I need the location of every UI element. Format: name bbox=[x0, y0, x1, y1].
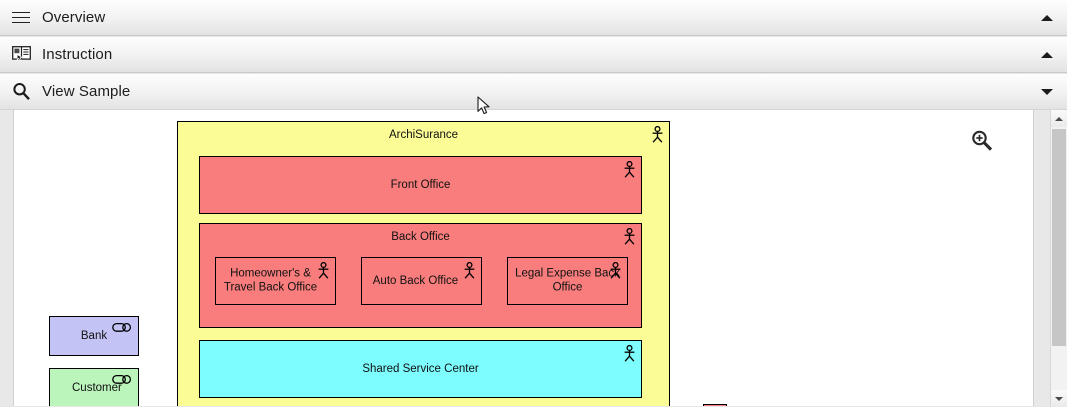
accordion-section-instruction[interactable]: Instruction bbox=[0, 37, 1067, 73]
diagram-node-homeowners-travel-back-office[interactable]: Homeowner's & Travel Back Office bbox=[215, 257, 336, 305]
scroll-up-button[interactable] bbox=[1051, 110, 1067, 127]
vertical-scrollbar[interactable] bbox=[1050, 110, 1067, 407]
business-actor-icon bbox=[318, 262, 329, 279]
magnifier-icon bbox=[0, 82, 42, 101]
diagram-node-shared-service-center[interactable]: Shared Service Center bbox=[199, 340, 642, 398]
diagram-node-legal-expense-back-office[interactable]: Legal Expense Back Office bbox=[507, 257, 628, 305]
node-label-legal-expense-back-office: Legal Expense Back Office bbox=[515, 267, 620, 294]
business-role-icon bbox=[112, 374, 132, 384]
node-label-customer: Customer bbox=[72, 381, 122, 394]
business-actor-icon bbox=[610, 262, 621, 279]
legend-swatch-core bbox=[703, 404, 727, 406]
diagram-node-back-office[interactable]: Back Office Homeowner's & Travel Back Of… bbox=[199, 223, 642, 328]
chevron-up-icon-overview[interactable] bbox=[1041, 14, 1053, 21]
scroll-down-arrow-icon bbox=[1055, 396, 1063, 401]
scroll-up-arrow-icon bbox=[1055, 116, 1063, 121]
diagram-node-front-office[interactable]: Front Office bbox=[199, 156, 642, 214]
diagram-viewport: ArchiSurance Front Office bbox=[0, 110, 1067, 407]
diagram-node-auto-back-office[interactable]: Auto Back Office bbox=[361, 257, 482, 305]
node-label-auto-back-office: Auto Back Office bbox=[372, 274, 459, 287]
node-label-back-office: Back Office bbox=[391, 231, 450, 243]
zoom-in-icon[interactable] bbox=[969, 128, 995, 154]
manual-book-icon bbox=[0, 46, 42, 63]
diagram-canvas[interactable]: ArchiSurance Front Office bbox=[13, 110, 1034, 406]
business-actor-icon bbox=[652, 126, 663, 143]
node-label-homeowners-travel-back-office: Homeowner's & Travel Back Office bbox=[223, 267, 318, 294]
business-actor-icon bbox=[624, 161, 635, 178]
chevron-up-icon-instruction[interactable] bbox=[1041, 51, 1053, 58]
chevron-down-icon-view-sample[interactable] bbox=[1041, 88, 1053, 95]
scroll-down-button[interactable] bbox=[1051, 390, 1067, 407]
node-label-shared-service-center: Shared Service Center bbox=[362, 362, 479, 375]
business-actor-icon bbox=[624, 345, 635, 362]
node-label-front-office: Front Office bbox=[390, 178, 451, 191]
node-label-archisurance: ArchiSurance bbox=[388, 129, 459, 141]
scrollbar-thumb[interactable] bbox=[1052, 129, 1066, 346]
business-actor-icon bbox=[624, 228, 635, 245]
accordion-label-overview: Overview bbox=[42, 9, 106, 26]
legend-item-core: Core impacted units bbox=[703, 400, 963, 406]
diagram-node-bank[interactable]: Bank bbox=[49, 316, 139, 356]
business-actor-icon bbox=[464, 262, 475, 279]
diagram-node-customer[interactable]: Customer bbox=[49, 368, 139, 406]
accordion-section-view-sample[interactable]: View Sample bbox=[0, 74, 1067, 110]
hamburger-icon bbox=[0, 11, 42, 24]
diagram-legend: Core impacted units Soft impacted units … bbox=[703, 400, 963, 406]
business-role-icon bbox=[112, 322, 132, 332]
accordion-label-instruction: Instruction bbox=[42, 46, 113, 63]
accordion-section-overview[interactable]: Overview bbox=[0, 0, 1067, 36]
accordion-label-view-sample: View Sample bbox=[42, 83, 131, 100]
node-label-bank: Bank bbox=[80, 329, 108, 342]
